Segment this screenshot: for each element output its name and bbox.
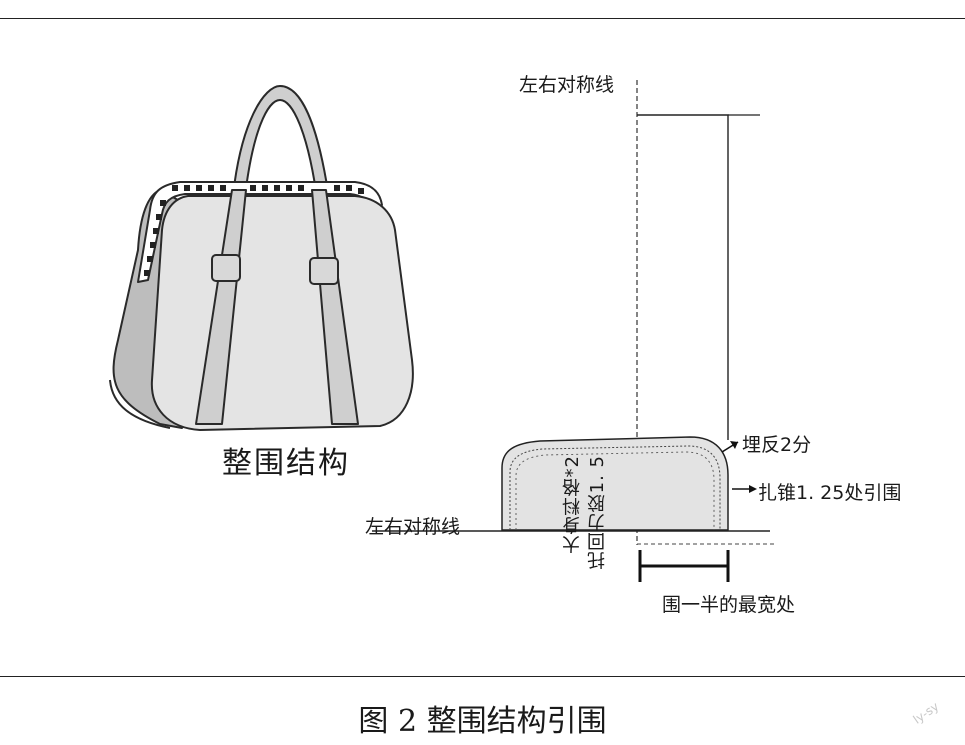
material-label-2: 托回力胶1. 5 (587, 455, 608, 570)
bag-strap-loop-left (211, 254, 241, 282)
bag-checker-pattern (144, 185, 364, 276)
bag-front-strap-right (311, 189, 359, 425)
top-symmetry-label: 左右对称线 (519, 74, 615, 96)
bag-illustration (109, 85, 414, 431)
bag-front-panel (150, 195, 414, 431)
figure-frame: 整围结构 左右对称线 左右对称线 埋反2分 扎锥1. 25处引围 围一半的最宽处… (0, 18, 965, 677)
fold-label: 埋反2分 (742, 434, 812, 456)
material-label-1: 大身料格*2 (562, 455, 583, 554)
notch-label: 扎锥1. 25处引围 (758, 482, 902, 504)
fold-arrowhead (730, 441, 738, 449)
frame-bottom-border (0, 676, 965, 677)
bag-strap-loop-right (309, 257, 339, 285)
pattern-tall-strip (637, 114, 729, 440)
notch-arrowhead (749, 485, 757, 493)
figure-caption: 图 2 整围结构引围 (358, 704, 607, 739)
bottom-symmetry-label: 左右对称线 (365, 516, 461, 538)
width-label: 围一半的最宽处 (662, 594, 796, 616)
bag-label: 整围结构 (222, 446, 350, 481)
diagram-canvas (109, 80, 775, 582)
frame-top-border (0, 18, 965, 19)
bag-bottom-edge (109, 379, 171, 429)
pattern-gusset-piece (501, 436, 729, 531)
pattern-drawing (372, 80, 775, 582)
bag-front-strap-left (195, 189, 247, 425)
